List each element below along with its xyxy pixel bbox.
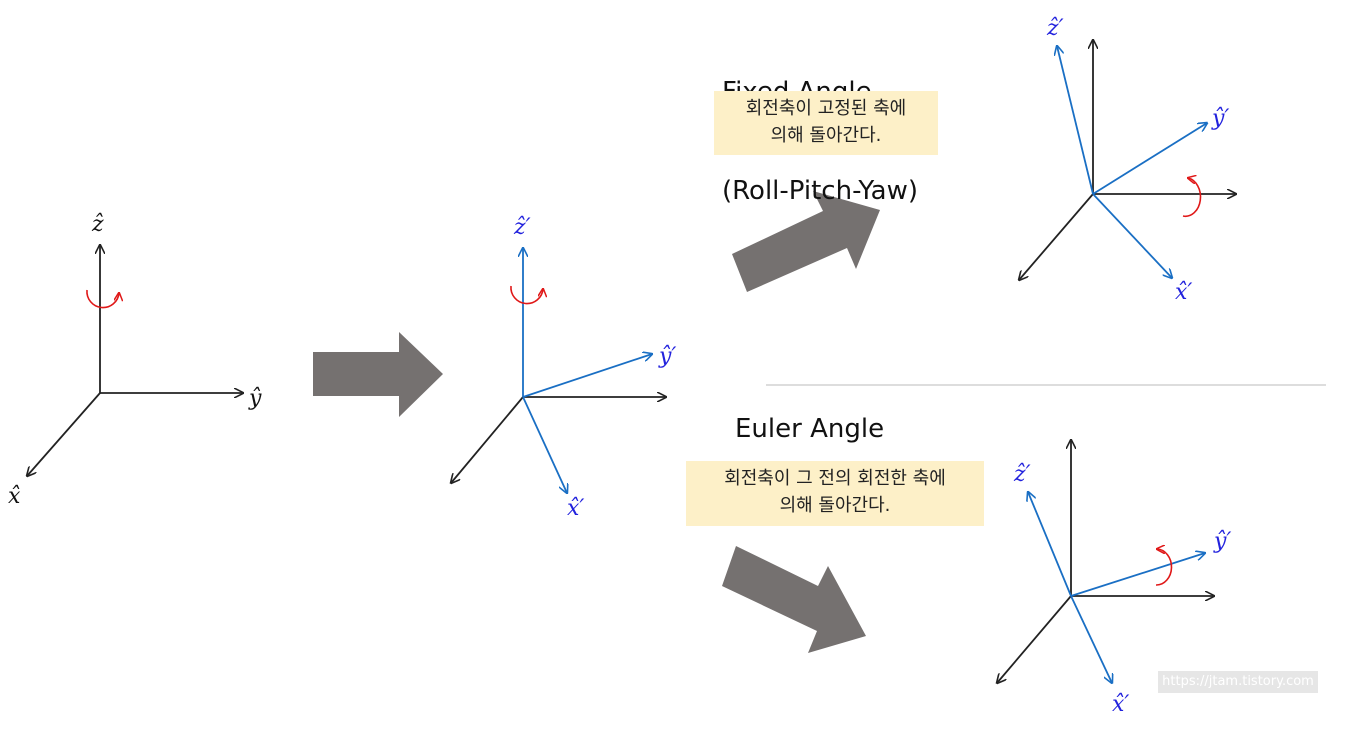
rotation-arrow [510, 285, 543, 305]
x-axis [27, 392, 101, 476]
euler-angle-title: Euler Angle [735, 414, 885, 444]
rotation-arrow [86, 289, 119, 309]
x-axis [1019, 193, 1094, 280]
label-z-prime: ẑ′ [513, 215, 531, 240]
label-z: ẑ [91, 212, 104, 237]
label-y-prime: ŷ′ [1211, 106, 1229, 131]
rotation-arrow [1156, 549, 1173, 586]
frame-original [27, 245, 243, 476]
big-arrow-up-right [732, 191, 880, 292]
fixed-angle-title-line2: (Roll-Pitch-Yaw) [722, 176, 919, 206]
euler-angle-note-line1: 회전축이 그 전의 회전한 축에 [724, 468, 946, 489]
euler-angle-note: 회전축이 그 전의 회전한 축에 의해 돌아간다. [686, 461, 984, 526]
y-prime-axis [522, 354, 652, 398]
x-prime-axis [522, 396, 567, 493]
rotation-arrow [1182, 178, 1202, 218]
label-x-prime: x̂′ [567, 496, 584, 521]
label-z-prime: ẑ′ [1013, 462, 1031, 487]
label-y-prime: ŷ′ [658, 344, 676, 369]
z-prime-axis [1028, 492, 1072, 597]
label-y: ŷ [248, 386, 262, 411]
label-x: x̂ [8, 484, 21, 509]
label-x-prime: x̂′ [1112, 692, 1129, 717]
x-axis [997, 595, 1072, 683]
euler-angle-note-line2: 의해 돌아간다. [779, 495, 891, 516]
fixed-angle-note: 회전축이 고정된 축에 의해 돌아간다. [714, 91, 938, 155]
frame-rotated [451, 248, 666, 493]
frame-fixed-angle [1019, 40, 1236, 280]
x-prime-axis [1092, 193, 1172, 278]
x-axis [451, 396, 524, 483]
watermark: https://jtam.tistory.com [1158, 671, 1318, 693]
big-arrow-down-right [722, 546, 866, 653]
frame-euler-angle [997, 440, 1214, 683]
y-prime-axis [1092, 123, 1207, 195]
label-y-prime: ŷ′ [1213, 529, 1231, 554]
z-prime-axis [1057, 46, 1094, 195]
label-z-prime: ẑ′ [1046, 16, 1064, 41]
x-prime-axis [1070, 595, 1112, 683]
fixed-angle-note-line1: 회전축이 고정된 축에 [745, 98, 907, 119]
y-prime-axis [1070, 553, 1205, 597]
label-x-prime: x̂′ [1175, 280, 1192, 305]
big-arrow-right [313, 332, 443, 417]
fixed-angle-note-line2: 의해 돌아간다. [770, 125, 882, 146]
